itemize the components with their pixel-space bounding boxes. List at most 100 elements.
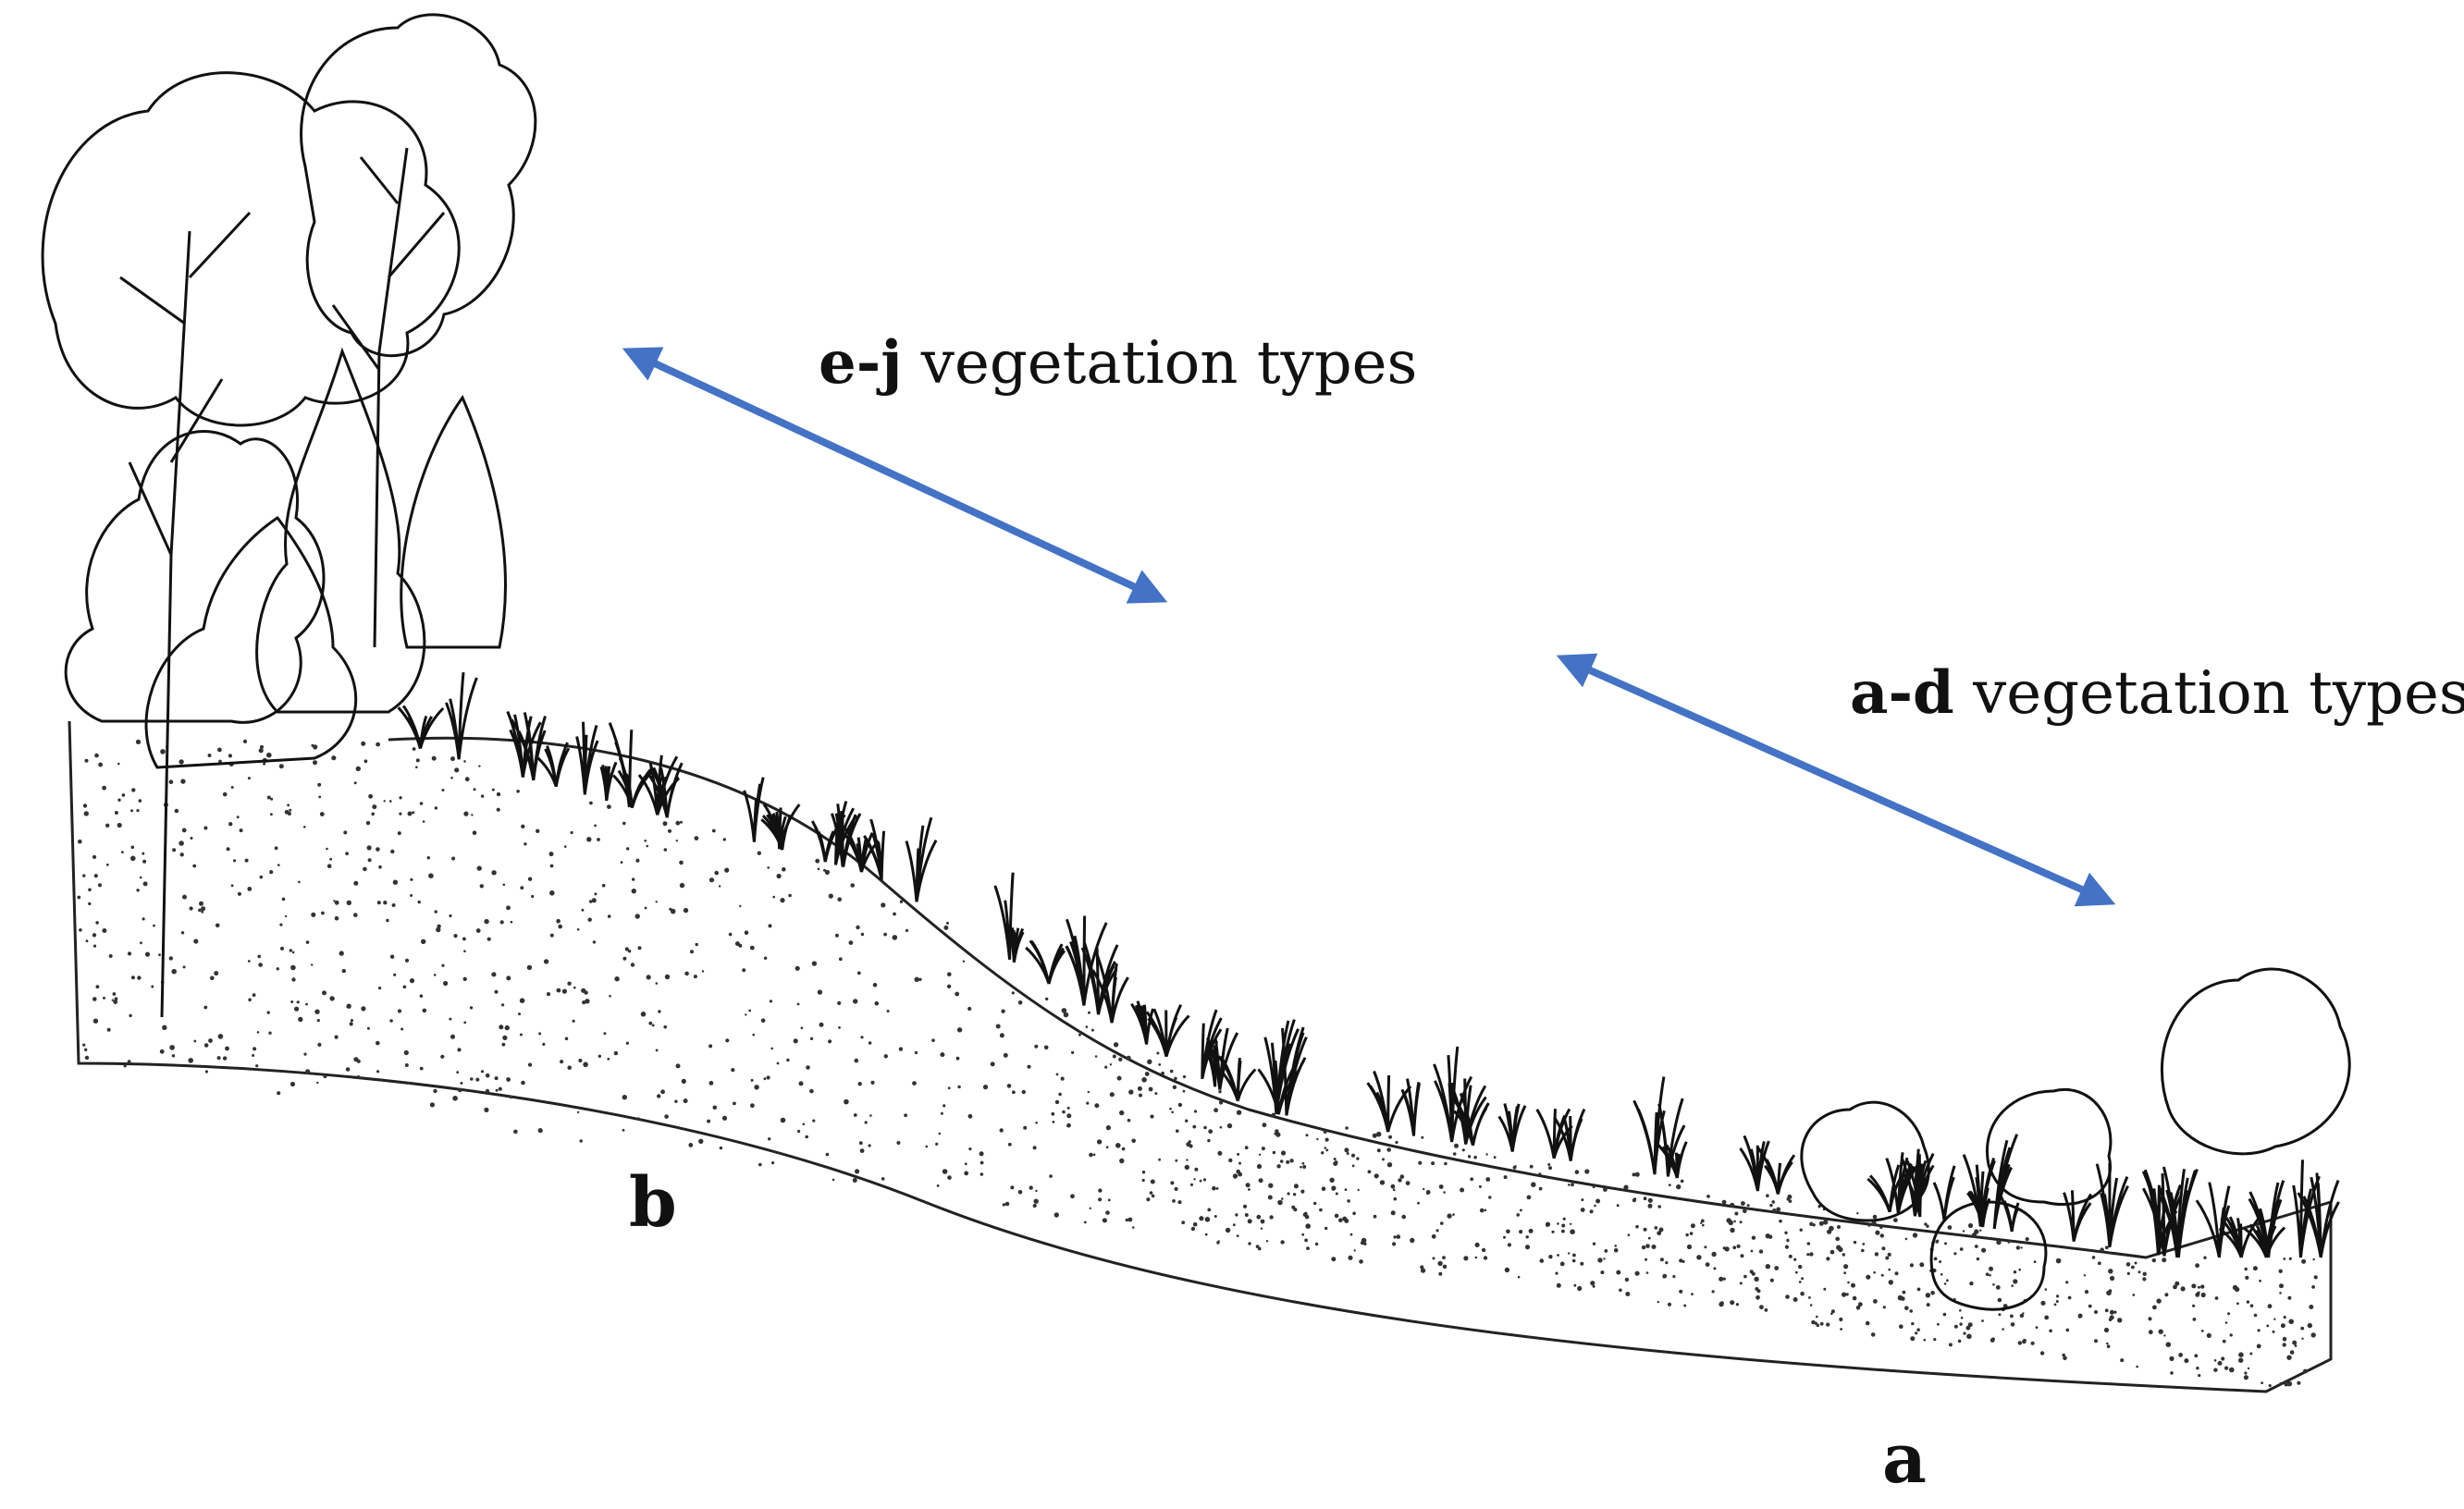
soil-dot [473, 788, 476, 791]
soil-dot [317, 782, 322, 787]
soil-dot [376, 1040, 380, 1046]
soil-dot [2011, 1284, 2014, 1287]
soil-dot [506, 1077, 511, 1082]
soil-dot [464, 777, 470, 782]
soil-dot [695, 942, 698, 947]
soil-dot [1981, 1247, 1987, 1253]
soil-dot [1765, 1264, 1771, 1270]
soil-dot [1873, 1270, 1876, 1274]
soil-dot [181, 828, 187, 833]
soil-dot [1909, 1309, 1913, 1313]
soil-dot [805, 1135, 808, 1139]
soil-dot [1442, 1256, 1446, 1259]
soil-dot [857, 1082, 862, 1086]
soil-dot [2259, 1279, 2262, 1282]
soil-dot [255, 1064, 259, 1068]
soil-dot [1580, 1208, 1585, 1212]
soil-dot [367, 858, 372, 863]
soil-dot [1066, 1106, 1070, 1110]
soil-dot [631, 889, 636, 894]
soil-dot [499, 1024, 504, 1030]
soil-dot [453, 934, 458, 939]
soil-dot [549, 890, 555, 896]
soil-dot [1128, 1089, 1134, 1095]
soil-dot [334, 900, 339, 905]
soil-dot [2229, 1333, 2233, 1337]
herb-tuft [1654, 1140, 1688, 1179]
soil-dot [2243, 1375, 2248, 1380]
soil-dot [967, 1113, 973, 1119]
soil-dot [670, 908, 676, 914]
soil-dot [1904, 1306, 1909, 1310]
soil-dot [2272, 1330, 2275, 1333]
soil-dot [1538, 1186, 1543, 1191]
soil-dot [127, 1060, 131, 1063]
soil-dot [368, 793, 373, 799]
soil-dot [502, 883, 506, 887]
soil-dot [947, 1175, 952, 1180]
herb-tuft [2297, 1172, 2340, 1258]
soil-dot [1776, 1207, 1781, 1212]
soil-dot [585, 999, 590, 1004]
soil-dot [838, 1026, 841, 1029]
soil-dot [844, 1098, 849, 1105]
soil-dot [810, 1037, 814, 1040]
soil-dot [1979, 1229, 1982, 1232]
soil-dot [1188, 1140, 1191, 1144]
soil-dot [1614, 1245, 1617, 1247]
soil-dot [509, 1095, 513, 1099]
soil-dot [1493, 1156, 1497, 1159]
soil-dot [168, 779, 174, 784]
soil-dot [84, 1048, 88, 1052]
soil-dot [1257, 1246, 1262, 1251]
soil-dot [899, 900, 904, 903]
soil-dot [1823, 1287, 1827, 1291]
soil-dot [1386, 1162, 1393, 1168]
soil-dot [1096, 1139, 1103, 1145]
soil-dot [1431, 1233, 1436, 1239]
soil-dot [1597, 1258, 1603, 1263]
soil-dot [1244, 1146, 1249, 1150]
soil-dot [303, 1052, 307, 1056]
soil-dot [1996, 1239, 2002, 1245]
soil-dot [1386, 1147, 1391, 1152]
soil-dot [2163, 1334, 2166, 1337]
soil-dot [940, 1052, 945, 1058]
soil-dot [1181, 1221, 1186, 1225]
soil-dot [780, 898, 785, 903]
soil-dot [914, 1050, 918, 1055]
soil-dot [329, 857, 333, 861]
soil-dot [1665, 1261, 1669, 1265]
soil-dot [1092, 1153, 1096, 1157]
soil-dot [151, 985, 154, 988]
soil-dot [881, 1177, 885, 1181]
soil-dot [1353, 1249, 1356, 1252]
soil-dot [1730, 1300, 1735, 1306]
soil-dot [2200, 1330, 2204, 1332]
soil-dot [786, 1058, 790, 1062]
soil-dot [1592, 1242, 1596, 1245]
soil-dot [1388, 1135, 1392, 1139]
soil-dot [1798, 1281, 1802, 1283]
soil-dot [1344, 1188, 1348, 1191]
soil-dot [172, 848, 177, 853]
soil-dot [2132, 1294, 2136, 1296]
soil-dot [581, 988, 586, 993]
soil-dot [708, 1081, 714, 1086]
soil-dot [2313, 1275, 2318, 1280]
soil-dot [1147, 1059, 1152, 1065]
soil-dot [1154, 1092, 1158, 1096]
soil-dot [1313, 1201, 1317, 1206]
soil-dot [856, 971, 861, 975]
soil-dot [1094, 1103, 1100, 1109]
herb-tuft [1130, 1000, 1155, 1045]
soil-dot [2134, 1261, 2138, 1265]
soil-dot [1741, 1201, 1745, 1206]
soil-dot [1357, 1188, 1360, 1192]
soil-dot [484, 1107, 489, 1112]
soil-dot [1852, 1295, 1857, 1301]
soil-dot [314, 1009, 320, 1014]
herb-tuft [1932, 1165, 1956, 1221]
soil-dot [1997, 1297, 2002, 1303]
soil-dot [1504, 1267, 1510, 1273]
